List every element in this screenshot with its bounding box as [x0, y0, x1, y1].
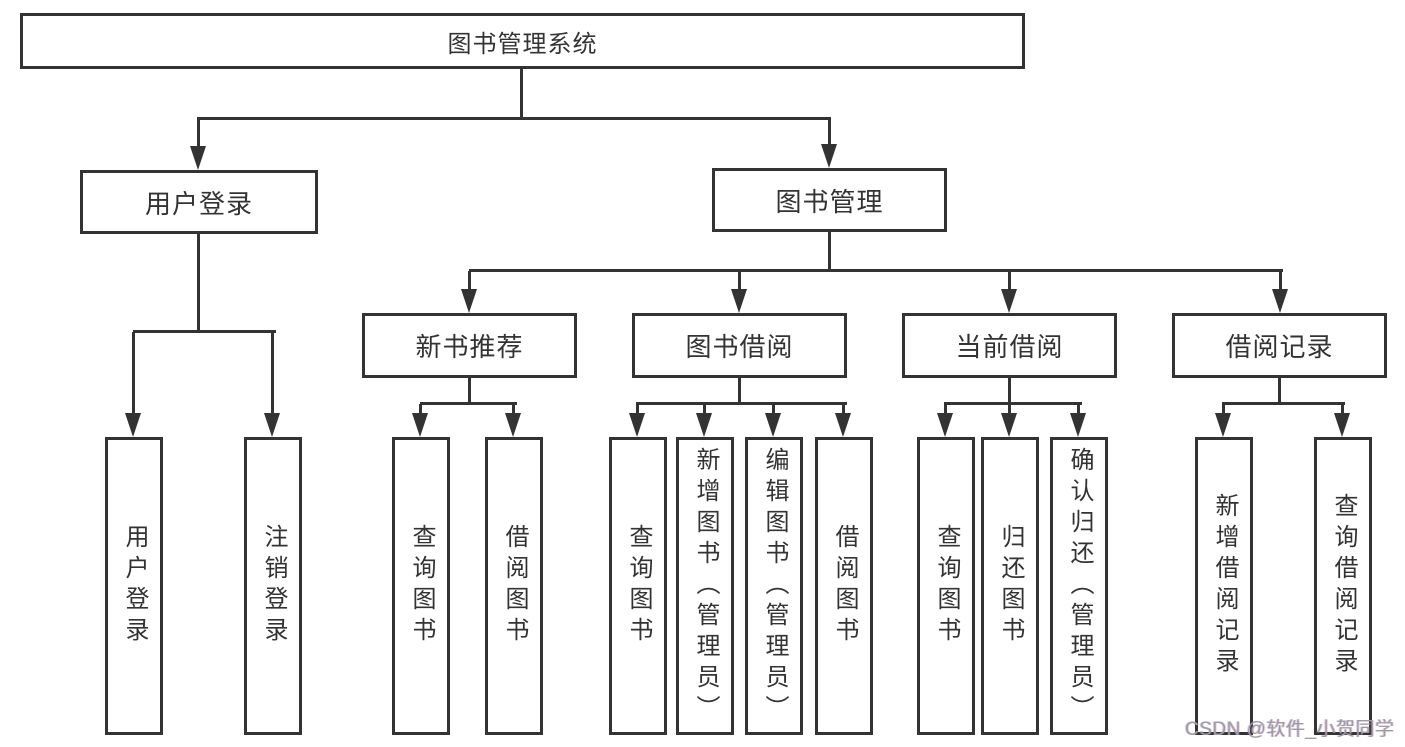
edge-userlogin-hbar: [133, 330, 276, 333]
edge-root-hbar: [197, 117, 831, 120]
leaf-confirm-return-admin-label: 确认归还（管理员）: [1066, 446, 1093, 726]
arrowhead-borrow-records: [1272, 289, 1288, 313]
arrowhead-book-borrow: [731, 289, 747, 313]
arrowhead-records-add: [1215, 413, 1231, 437]
node-new-book-rec-label: 新书推荐: [415, 332, 524, 362]
arrowhead-borrow-edit: [765, 413, 781, 437]
leaf-query-books-borrow: 查询图书: [609, 437, 667, 735]
arrowhead-user-login: [190, 146, 206, 170]
node-borrow-records: 借阅记录: [1172, 313, 1387, 378]
leaf-add-borrow-record: 新增借阅记录: [1195, 437, 1253, 735]
edge-stem-records-add: [1222, 404, 1225, 415]
node-book-borrow: 图书借阅: [632, 313, 847, 378]
leaf-borrow-books-rec-label: 借阅图书: [501, 524, 528, 648]
arrowhead-leaf-logout: [264, 413, 280, 437]
leaf-borrow-books-rec: 借阅图书: [485, 437, 543, 735]
arrowhead-borrow-borrow: [835, 413, 851, 437]
edge-borrow-vline: [738, 378, 741, 405]
edge-stem-book-borrow: [738, 271, 741, 291]
edge-stem-current-confirm: [1077, 404, 1080, 415]
edge-current-hbar: [944, 402, 1082, 405]
edge-borrow-hbar: [636, 402, 847, 405]
edge-bookmgmt-hbar: [469, 269, 1283, 272]
csdn-watermark: CSDN @软件_小贺同学: [1185, 719, 1395, 740]
leaf-query-borrow-record: 查询借阅记录: [1314, 437, 1372, 735]
edge-stem-borrow-query: [636, 404, 639, 415]
edge-stem-user-login: [197, 119, 200, 148]
leaf-edit-book-admin-label: 编辑图书（管理员）: [761, 446, 788, 726]
node-root: 图书管理系统: [20, 13, 1025, 69]
leaf-add-book-admin-label: 新增图书（管理员）: [692, 446, 719, 726]
leaf-return-book-label: 归还图书: [997, 524, 1024, 648]
leaf-query-books-current: 查询图书: [917, 437, 975, 735]
arrowhead-rec-query: [412, 413, 428, 437]
node-new-book-rec: 新书推荐: [362, 313, 577, 378]
leaf-edit-book-admin: 编辑图书（管理员）: [745, 437, 803, 735]
edge-stem-borrow-records: [1279, 271, 1282, 291]
edge-current-vline: [1008, 378, 1011, 405]
arrowhead-borrow-query: [629, 413, 645, 437]
leaf-query-borrow-record-label: 查询借阅记录: [1330, 493, 1357, 679]
leaf-query-books-borrow-label: 查询图书: [625, 524, 652, 648]
leaf-add-book-admin: 新增图书（管理员）: [676, 437, 734, 735]
node-borrow-records-label: 借阅记录: [1225, 332, 1334, 362]
edge-stem-new-book-rec: [468, 271, 471, 291]
arrowhead-records-query: [1334, 413, 1350, 437]
edge-stem-borrow-add: [703, 404, 706, 415]
edge-records-hbar: [1222, 402, 1345, 405]
edge-stem-current-query: [944, 404, 947, 415]
edge-stem-leaf-logout: [271, 332, 274, 414]
edge-stem-book-mgmt: [828, 119, 831, 146]
node-current-borrow-label: 当前借阅: [955, 332, 1064, 362]
arrowhead-borrow-add: [696, 413, 712, 437]
leaf-borrow-books: 借阅图书: [815, 437, 873, 735]
leaf-logout: 注销登录: [244, 437, 302, 735]
node-root-label: 图书管理系统: [447, 30, 598, 58]
edge-rec-vline: [468, 378, 471, 405]
arrowhead-new-book-rec: [461, 289, 477, 313]
arrowhead-book-mgmt: [821, 144, 837, 168]
edge-records-vline: [1278, 378, 1281, 405]
arrowhead-current-return: [1001, 413, 1017, 437]
edge-root-vline: [520, 69, 523, 119]
node-current-borrow: 当前借阅: [902, 313, 1117, 378]
node-user-login: 用户登录: [80, 170, 318, 234]
edge-stem-rec-query: [419, 404, 422, 415]
edge-stem-rec-borrow: [512, 404, 515, 415]
edge-stem-records-query: [1341, 404, 1344, 415]
leaf-logout-label: 注销登录: [260, 524, 287, 648]
node-book-borrow-label: 图书借阅: [685, 332, 794, 362]
arrowhead-current-query: [937, 413, 953, 437]
edge-stem-leaf-user-login: [132, 332, 135, 414]
edge-stem-borrow-edit: [772, 404, 775, 415]
node-user-login-label: 用户登录: [144, 188, 253, 219]
leaf-user-login: 用户登录: [105, 437, 163, 735]
edge-stem-current-borrow: [1008, 271, 1011, 291]
leaf-query-books-rec-label: 查询图书: [408, 524, 435, 648]
leaf-query-books-current-label: 查询图书: [933, 524, 960, 648]
node-book-mgmt: 图书管理: [712, 168, 947, 232]
leaf-add-borrow-record-label: 新增借阅记录: [1211, 493, 1238, 679]
node-book-mgmt-label: 图书管理: [775, 186, 884, 217]
edge-userlogin-vline: [197, 234, 200, 333]
edge-rec-hbar: [420, 402, 517, 405]
leaf-query-books-rec: 查询图书: [392, 437, 450, 735]
leaf-confirm-return-admin: 确认归还（管理员）: [1050, 437, 1108, 735]
leaf-user-login-label: 用户登录: [121, 524, 148, 648]
leaf-return-book: 归还图书: [981, 437, 1039, 735]
arrowhead-current-borrow: [1001, 289, 1017, 313]
edge-stem-current-return: [1008, 404, 1011, 415]
leaf-borrow-books-label: 借阅图书: [831, 524, 858, 648]
arrowhead-leaf-user-login: [125, 413, 141, 437]
edge-stem-borrow-borrow: [842, 404, 845, 415]
edge-bookmgmt-vline: [828, 232, 831, 272]
arrowhead-current-confirm: [1070, 413, 1086, 437]
arrowhead-rec-borrow: [505, 413, 521, 437]
